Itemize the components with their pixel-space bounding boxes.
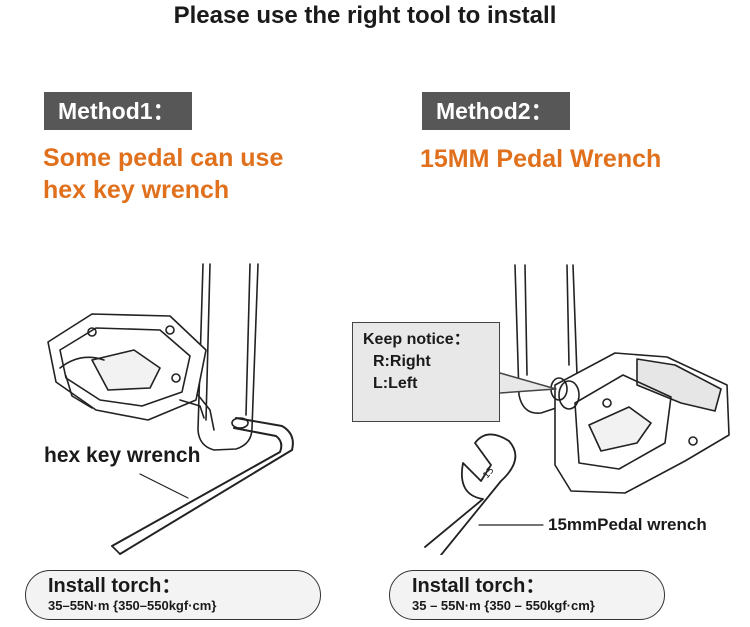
method1-tag: Method1： bbox=[44, 92, 192, 130]
method1-torch-badge: Install torch： 35–55N·m {350–550kgf·cm} bbox=[25, 570, 321, 620]
wrench-size-mark: 15 bbox=[482, 466, 497, 481]
hex-key-label: hex key wrench bbox=[44, 444, 201, 467]
pedal-illustration bbox=[550, 352, 730, 494]
notice-title: Keep notice： bbox=[363, 331, 470, 348]
page-title: Please use the right tool to install bbox=[173, 2, 557, 29]
method2-illustration: 15 bbox=[424, 264, 730, 555]
method2-heading: 15MM Pedal Wrench bbox=[420, 145, 662, 173]
method1-description: Some pedal can use hex key wrench bbox=[43, 142, 283, 206]
method2-torch-heading: Install torch： bbox=[412, 575, 546, 597]
notice-right: R:Right bbox=[373, 353, 431, 370]
method1-line2: hex key wrench bbox=[43, 176, 230, 204]
crank-arm-illustration bbox=[514, 264, 579, 414]
method1-torch-heading: Install torch： bbox=[48, 575, 182, 597]
pedal-illustration bbox=[47, 313, 215, 431]
method2-torch-value: 35 – 55N·m {350 – 550kgf·cm} bbox=[412, 598, 595, 613]
method1-illustration bbox=[47, 263, 294, 555]
crank-arm-illustration bbox=[197, 263, 259, 451]
method1-line1: Some pedal can use bbox=[43, 144, 284, 172]
keep-notice-box: Keep notice： R:Right L:Left bbox=[352, 322, 500, 422]
hex-key-illustration bbox=[111, 417, 294, 555]
wrench-illustration: 15 bbox=[424, 433, 517, 555]
notice-left: L:Left bbox=[373, 375, 418, 392]
wrench-label: 15mmPedal wrench bbox=[548, 515, 707, 534]
method2-torch-badge: Install torch： 35 – 55N·m {350 – 550kgf·… bbox=[389, 570, 665, 620]
method1-torch-value: 35–55N·m {350–550kgf·cm} bbox=[48, 598, 217, 613]
method2-tag: Method2： bbox=[422, 92, 570, 130]
